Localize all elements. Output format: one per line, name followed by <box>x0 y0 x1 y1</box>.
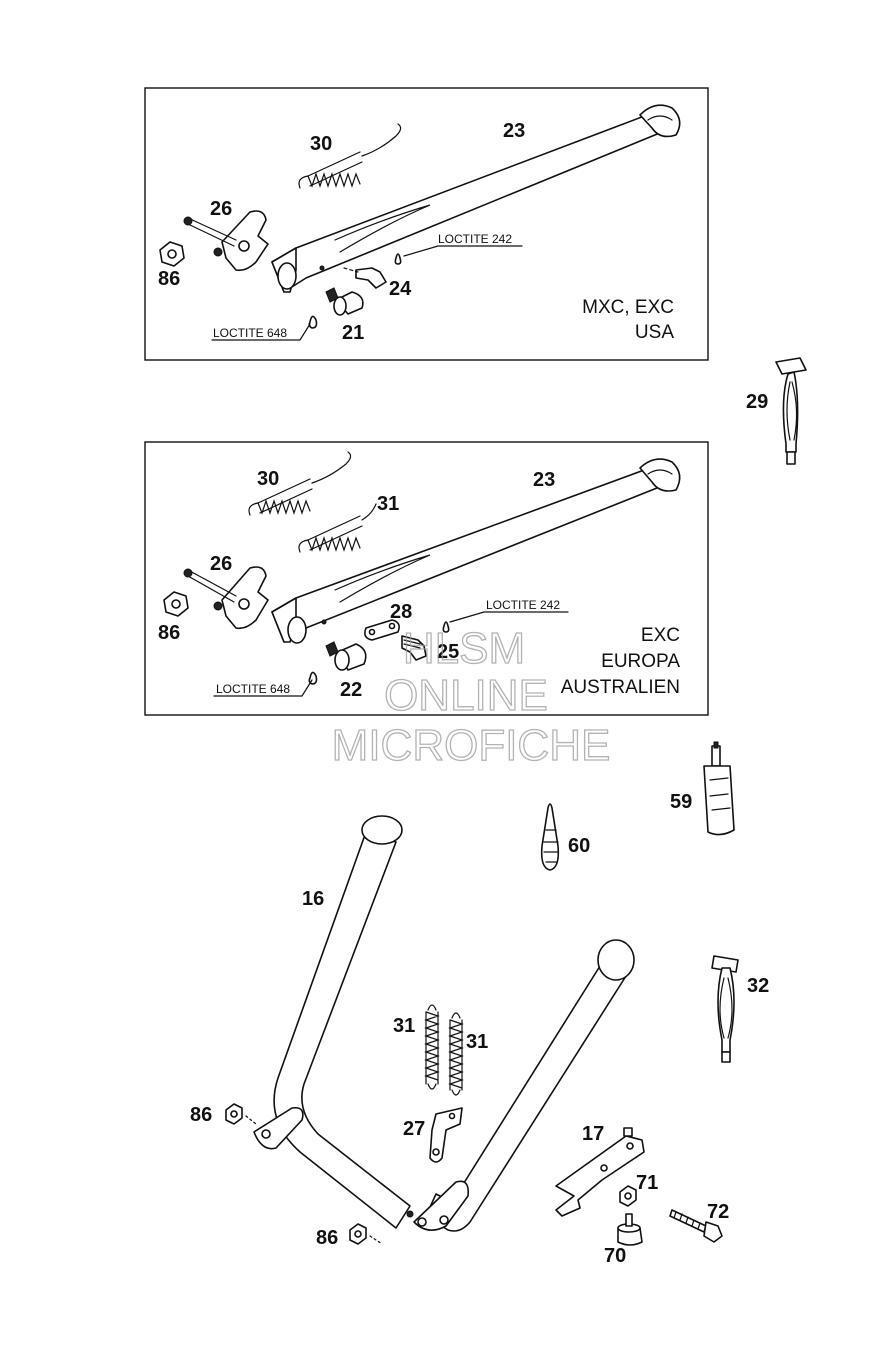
spring <box>298 123 402 189</box>
long-bolt <box>669 1209 723 1243</box>
leader-lower <box>211 323 311 341</box>
panel-frame <box>144 441 709 716</box>
note-loctite-lower: LOCTITE 648 <box>213 326 287 340</box>
callout-spring: 31 <box>377 493 399 515</box>
callout-spring-right: 31 <box>466 1031 488 1053</box>
grease-bottle <box>540 803 560 871</box>
leader-upper <box>449 611 569 623</box>
nut-upper <box>225 1103 257 1125</box>
callout-bottle: 60 <box>568 835 590 857</box>
spring <box>298 503 377 553</box>
note-loctite-upper: LOCTITE 242 <box>486 598 560 612</box>
tool-top <box>775 357 807 465</box>
callout-bracket: 27 <box>403 1118 425 1140</box>
callout-bumper: 70 <box>604 1245 626 1267</box>
center-stand-frame <box>253 815 635 1232</box>
spring <box>248 451 352 516</box>
spring-bracket <box>429 1107 463 1163</box>
callout-spring: 30 <box>310 133 332 155</box>
variant-line: EUROPA <box>601 651 680 672</box>
pivot-bracket <box>183 210 269 272</box>
callout-plate: 28 <box>390 601 412 623</box>
nut <box>163 591 189 617</box>
callout-nut-lower: 86 <box>316 1227 338 1249</box>
callout-spring-left: 31 <box>393 1015 415 1037</box>
stand-fork <box>555 1127 645 1217</box>
pivot-bracket <box>183 566 269 630</box>
watermark-line: ONLINE <box>384 671 548 720</box>
plate <box>364 619 400 641</box>
callout-pivot: 26 <box>210 553 232 575</box>
callout-tool-bottom: 32 <box>747 975 769 997</box>
callout-long-bolt: 72 <box>707 1201 729 1223</box>
note-loctite-lower: LOCTITE 648 <box>216 682 290 696</box>
callout-spring: 30 <box>257 468 279 490</box>
leader-upper <box>403 245 523 257</box>
callout-frame: 16 <box>302 888 324 910</box>
callout-small-nut: 71 <box>636 1172 658 1194</box>
variant-line: USA <box>635 322 674 343</box>
callout-bushing: 22 <box>340 679 362 701</box>
callout-bolt: 24 <box>389 278 412 300</box>
variant-line: EXC <box>641 625 680 646</box>
panel-mxc-exc-usa: 30 23 26 86 24 21 LOCTITE 242 LOCTITE 64… <box>144 87 709 361</box>
bushing <box>308 641 367 685</box>
callout-stand: 23 <box>503 120 525 142</box>
rubber-bumper <box>617 1213 643 1246</box>
center-spring-left <box>424 1004 440 1090</box>
callout-bolt: 25 <box>437 641 459 663</box>
watermark-line: HLSM <box>403 624 525 673</box>
note-loctite-upper: LOCTITE 242 <box>438 232 512 246</box>
callout-pivot: 26 <box>210 198 232 220</box>
callout-tool-top: 29 <box>746 391 768 413</box>
nut-lower <box>349 1223 383 1245</box>
bushing <box>308 287 364 329</box>
leader-lower <box>213 679 313 697</box>
callout-nut: 86 <box>158 268 180 290</box>
callout-stand: 23 <box>533 469 555 491</box>
center-spring-right <box>448 1012 464 1096</box>
bolt <box>343 253 402 289</box>
tool-bottom <box>711 955 739 1063</box>
loctite-tube <box>703 741 735 836</box>
nut <box>159 241 185 267</box>
callout-nut: 86 <box>158 622 180 644</box>
variant-line: AUSTRALIEN <box>561 677 680 698</box>
watermark: HLSM ONLINE MICROFICHE <box>331 623 611 770</box>
callout-tube: 59 <box>670 791 692 813</box>
small-nut <box>619 1185 637 1207</box>
panel-frame <box>144 87 709 361</box>
side-stand-leg <box>271 458 681 644</box>
callout-nut-upper: 86 <box>190 1104 212 1126</box>
callout-fork: 17 <box>582 1123 604 1145</box>
side-stand-leg <box>271 104 681 293</box>
callout-bushing: 21 <box>342 322 364 344</box>
watermark-line: MICROFICHE <box>332 721 611 770</box>
panel-exc-europa-australien: 30 31 23 26 86 28 25 22 LOCTITE 242 LOCT… <box>144 441 709 716</box>
variant-line: MXC, EXC <box>582 297 674 318</box>
bolt <box>401 621 450 661</box>
